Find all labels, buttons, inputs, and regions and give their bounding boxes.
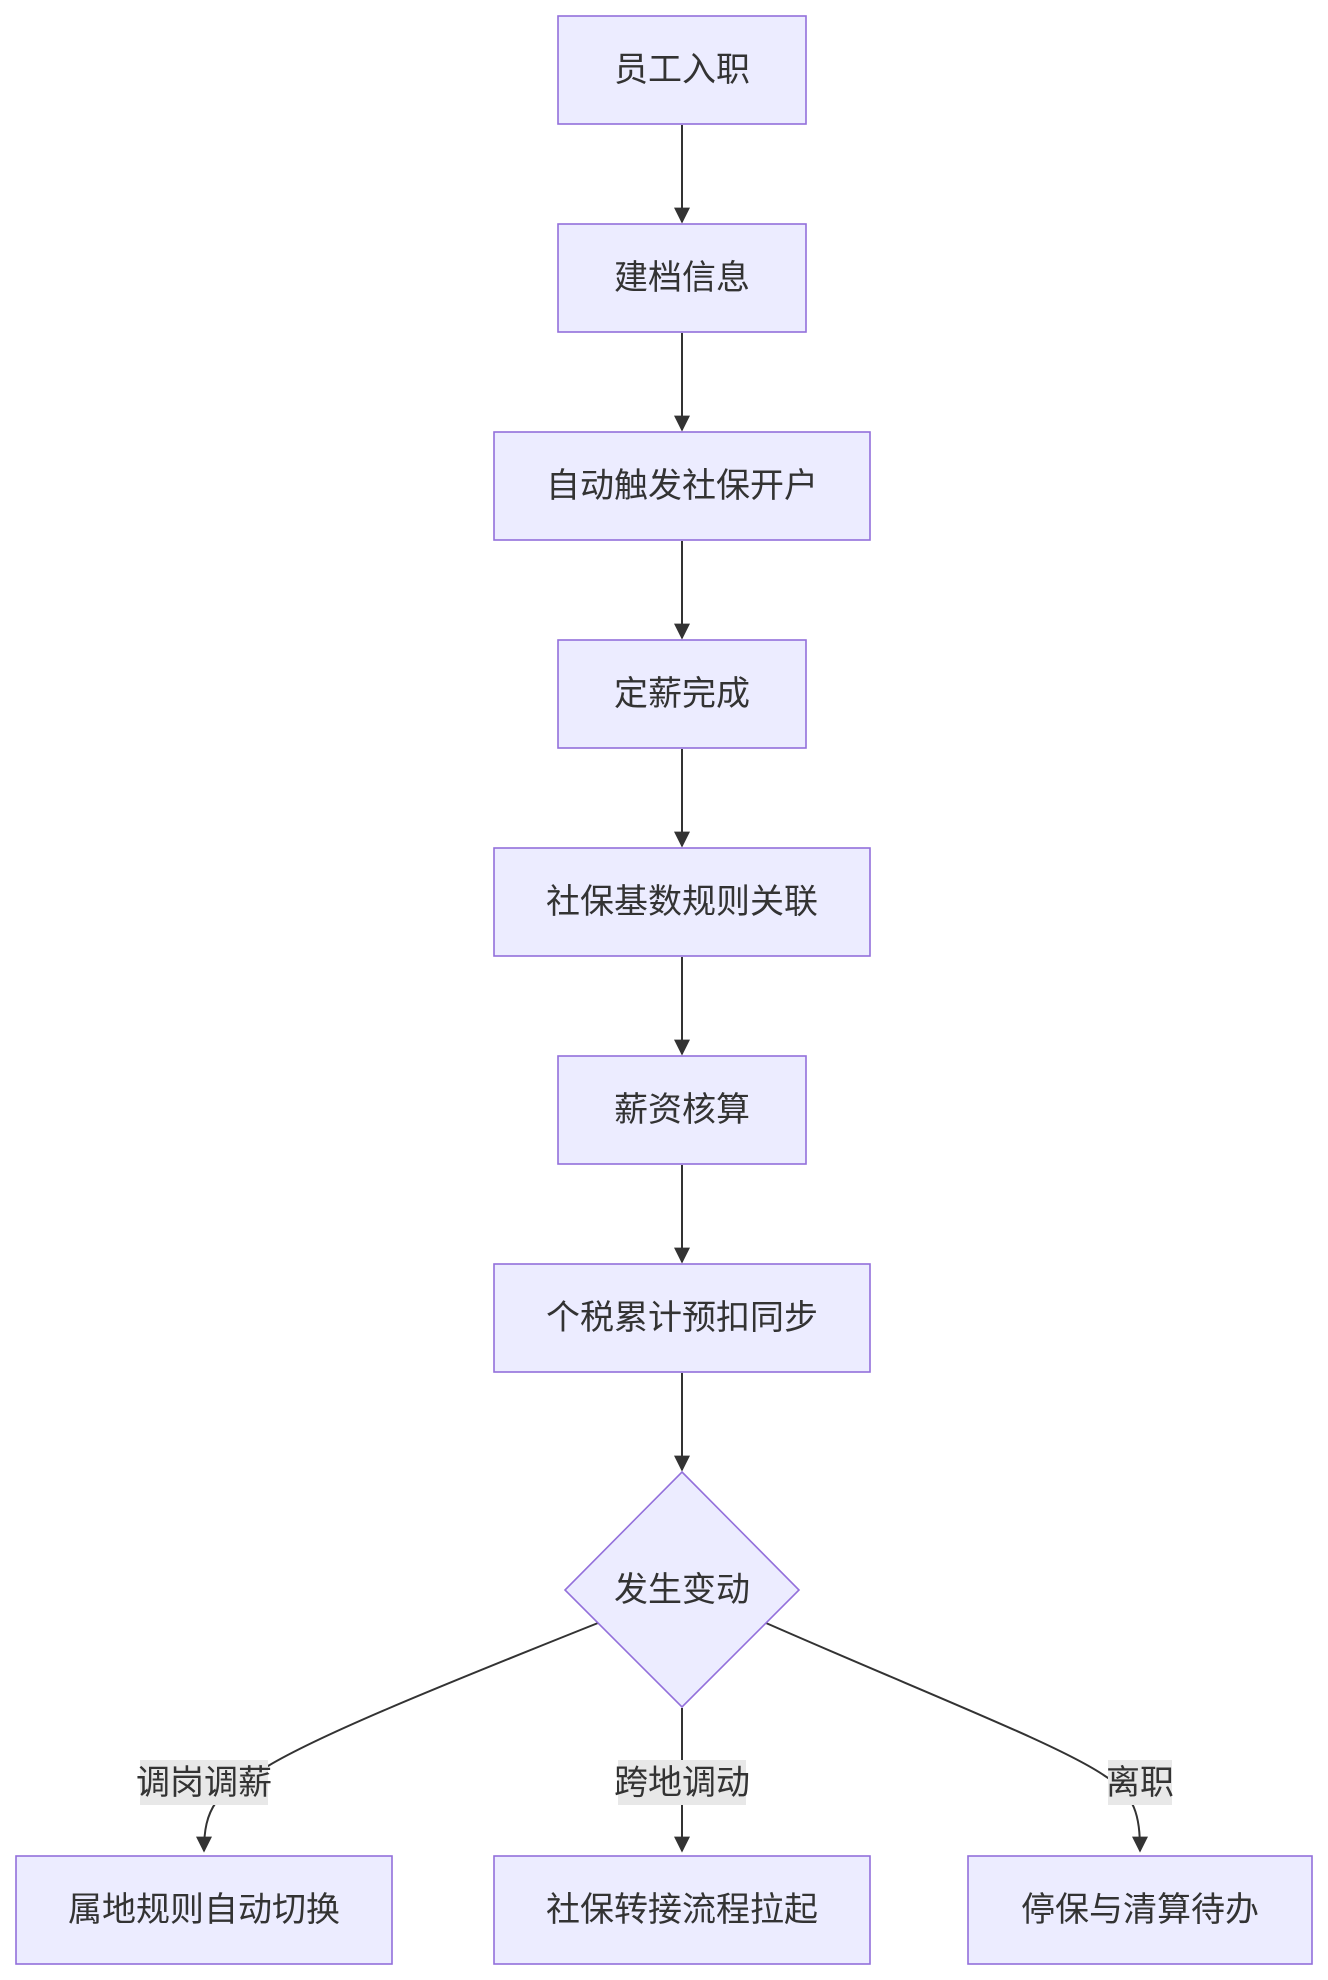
node-label-onboard: 员工入职 (614, 50, 750, 90)
node-profile: 建档信息 (557, 223, 807, 333)
node-label-local-rule: 属地规则自动切换 (68, 1890, 340, 1930)
node-local-rule: 属地规则自动切换 (15, 1855, 393, 1965)
node-label-profile: 建档信息 (614, 258, 750, 298)
node-tax-sync: 个税累计预扣同步 (493, 1263, 871, 1373)
node-salary-set: 定薪完成 (557, 639, 807, 749)
node-base-rule: 社保基数规则关联 (493, 847, 871, 957)
node-label-stop: 停保与清算待办 (1021, 1890, 1259, 1930)
node-label-tax-sync: 个税累计预扣同步 (546, 1298, 818, 1338)
node-label-auto-social: 自动触发社保开户 (546, 466, 818, 506)
edge-label-bg-relocate (618, 1760, 746, 1805)
node-label-base-rule: 社保基数规则关联 (546, 882, 818, 922)
edge-label-relocate: 跨地调动 (614, 1763, 750, 1803)
node-payroll: 薪资核算 (557, 1055, 807, 1165)
node-onboard: 员工入职 (557, 15, 807, 125)
node-auto-social: 自动触发社保开户 (493, 431, 871, 541)
edge-label-resign: 离职 (1106, 1763, 1174, 1803)
edge-label-bg-resign (1108, 1760, 1172, 1805)
edge-change-local-rule (196, 1622, 599, 1853)
edge-change-stop (765, 1622, 1148, 1853)
node-transfer: 社保转接流程拉起 (493, 1855, 871, 1965)
node-stop: 停保与清算待办 (967, 1855, 1313, 1965)
node-label-payroll: 薪资核算 (614, 1090, 750, 1130)
edge-label-reassign: 调岗调薪 (136, 1763, 272, 1803)
node-label-transfer: 社保转接流程拉起 (546, 1890, 818, 1930)
node-change-decision: 发生变动 (563, 1470, 801, 1709)
node-label-change: 发生变动 (614, 1570, 750, 1610)
node-label-salary-set: 定薪完成 (614, 674, 750, 714)
edge-label-bg-reassign (140, 1760, 268, 1805)
